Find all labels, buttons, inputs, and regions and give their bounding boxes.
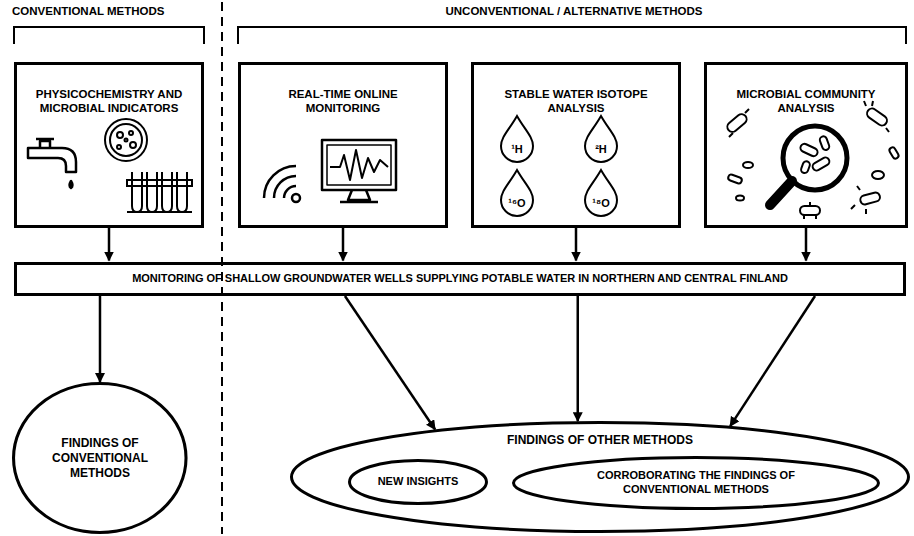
divider-line (221, 2, 223, 534)
node-text: CORROBORATING THE FINDINGS OF CONVENTION… (576, 469, 816, 497)
monitoring-band: MONITORING OF SHALLOW GROUNDWATER WELLS … (14, 262, 906, 296)
arrow-connector (342, 228, 345, 261)
isotope-label: ¹H (511, 143, 523, 156)
method-box: MICROBIAL COMMUNITY ANALYSIS (704, 62, 908, 228)
node-text: STABLE WATER ISOTOPE ANALYSIS (496, 87, 656, 116)
method-box: REAL-TIME ONLINE MONITORING (238, 62, 448, 228)
findings-ellipse: FINDINGS OF OTHER METHODS NEW INSIGHTS COR… (290, 421, 910, 533)
isotope-label: ¹⁸O (592, 197, 609, 210)
arrow-connector (576, 296, 579, 421)
monitor-icon (322, 140, 396, 202)
arrow-connector (575, 228, 578, 261)
ellipse-outline (14, 384, 186, 533)
isotope-label: ²H (595, 143, 607, 156)
node-text: PHYSICOCHEMISTRY AND MICROBIAL INDICATOR… (24, 87, 194, 116)
tap-icon (28, 139, 76, 188)
node-text: MICROBIAL COMMUNITY ANALYSIS (726, 87, 886, 116)
insight-ellipse: CORROBORATING THE FINDINGS OF CONVENTION… (512, 456, 880, 510)
method-box: PHYSICOCHEMISTRY AND MICROBIAL INDICATOR… (14, 62, 204, 228)
node-text: NEW INSIGHTS (378, 475, 459, 489)
group-heading: CONVENTIONAL METHODS (12, 5, 165, 19)
test-tubes-icon (127, 172, 192, 212)
node-text: MONITORING OF SHALLOW GROUNDWATER WELLS … (132, 272, 788, 286)
ellipse-outline (350, 461, 487, 504)
method-box: STABLE WATER ISOTOPE ANALYSIS (471, 62, 681, 228)
petri-dish-icon (105, 119, 147, 161)
arrow-connector (345, 296, 435, 429)
bacteria-icon (725, 101, 899, 219)
arrow-connector (805, 228, 808, 261)
ellipse-outline (514, 458, 879, 509)
arrow-connector (108, 228, 111, 261)
node-text: FINDINGS OF CONVENTIONAL METHODS (41, 436, 159, 481)
bracket (14, 27, 906, 44)
group-heading: UNCONVENTIONAL / ALTERNATIVE METHODS (445, 5, 702, 19)
findings-ellipse: FINDINGS OF CONVENTIONAL METHODS (12, 382, 188, 534)
node-text: REAL-TIME ONLINE MONITORING (258, 87, 428, 116)
ellipse-outline (292, 423, 909, 532)
isotope-label: ¹⁶O (508, 197, 525, 210)
insight-ellipse: NEW INSIGHTS (348, 459, 488, 505)
signal-icon (264, 166, 300, 202)
magnifier-icon (770, 126, 847, 205)
node-text: FINDINGS OF OTHER METHODS (507, 433, 693, 448)
arrow-connector (730, 296, 815, 426)
arrow-connector (99, 296, 102, 382)
water-drop (501, 116, 617, 216)
